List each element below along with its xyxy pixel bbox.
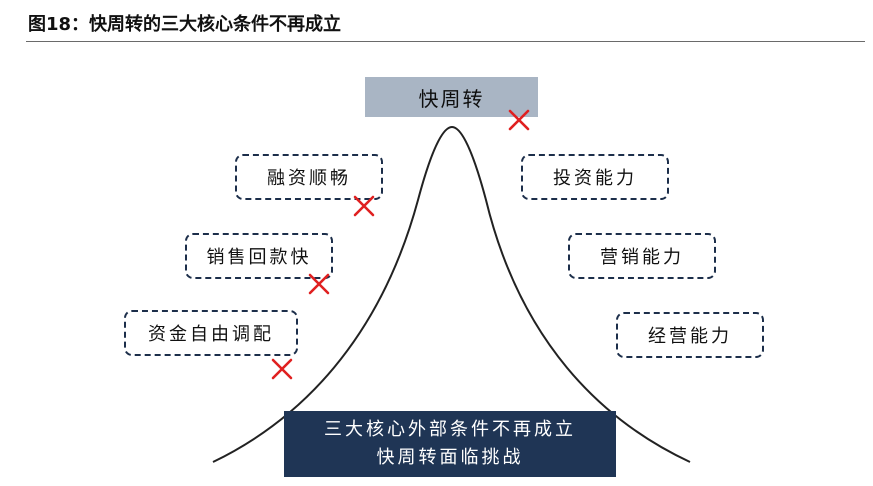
figure-title: 图18：快周转的三大核心条件不再成立 [28,14,342,35]
capability-marketing-box: 营销能力 [568,233,716,279]
condition-label: 资金自由调配 [148,324,274,345]
conclusion-line-2: 快周转面临挑战 [376,447,524,468]
conclusion-box: 三大核心外部条件不再成立 快周转面临挑战 [284,411,616,477]
bell-curve-path [212,125,691,463]
condition-label: 销售回款快 [206,247,312,268]
peak-label: 快周转 [418,86,485,111]
cross-icon [353,195,375,217]
cross-icon [508,109,530,131]
capability-operation-box: 经营能力 [616,312,764,358]
condition-financing-box: 融资顺畅 [235,154,383,200]
cross-icon [271,358,293,380]
condition-label: 融资顺畅 [267,168,351,189]
capability-label: 投资能力 [553,168,637,189]
cross-icon [308,273,330,295]
conclusion-line-1: 三大核心外部条件不再成立 [324,419,576,440]
capability-investment-box: 投资能力 [521,154,669,200]
capability-label: 营销能力 [600,247,684,268]
capability-label: 经营能力 [648,326,732,347]
condition-funds-box: 资金自由调配 [124,310,298,356]
condition-collection-box: 销售回款快 [185,233,333,279]
title-divider [26,41,865,42]
